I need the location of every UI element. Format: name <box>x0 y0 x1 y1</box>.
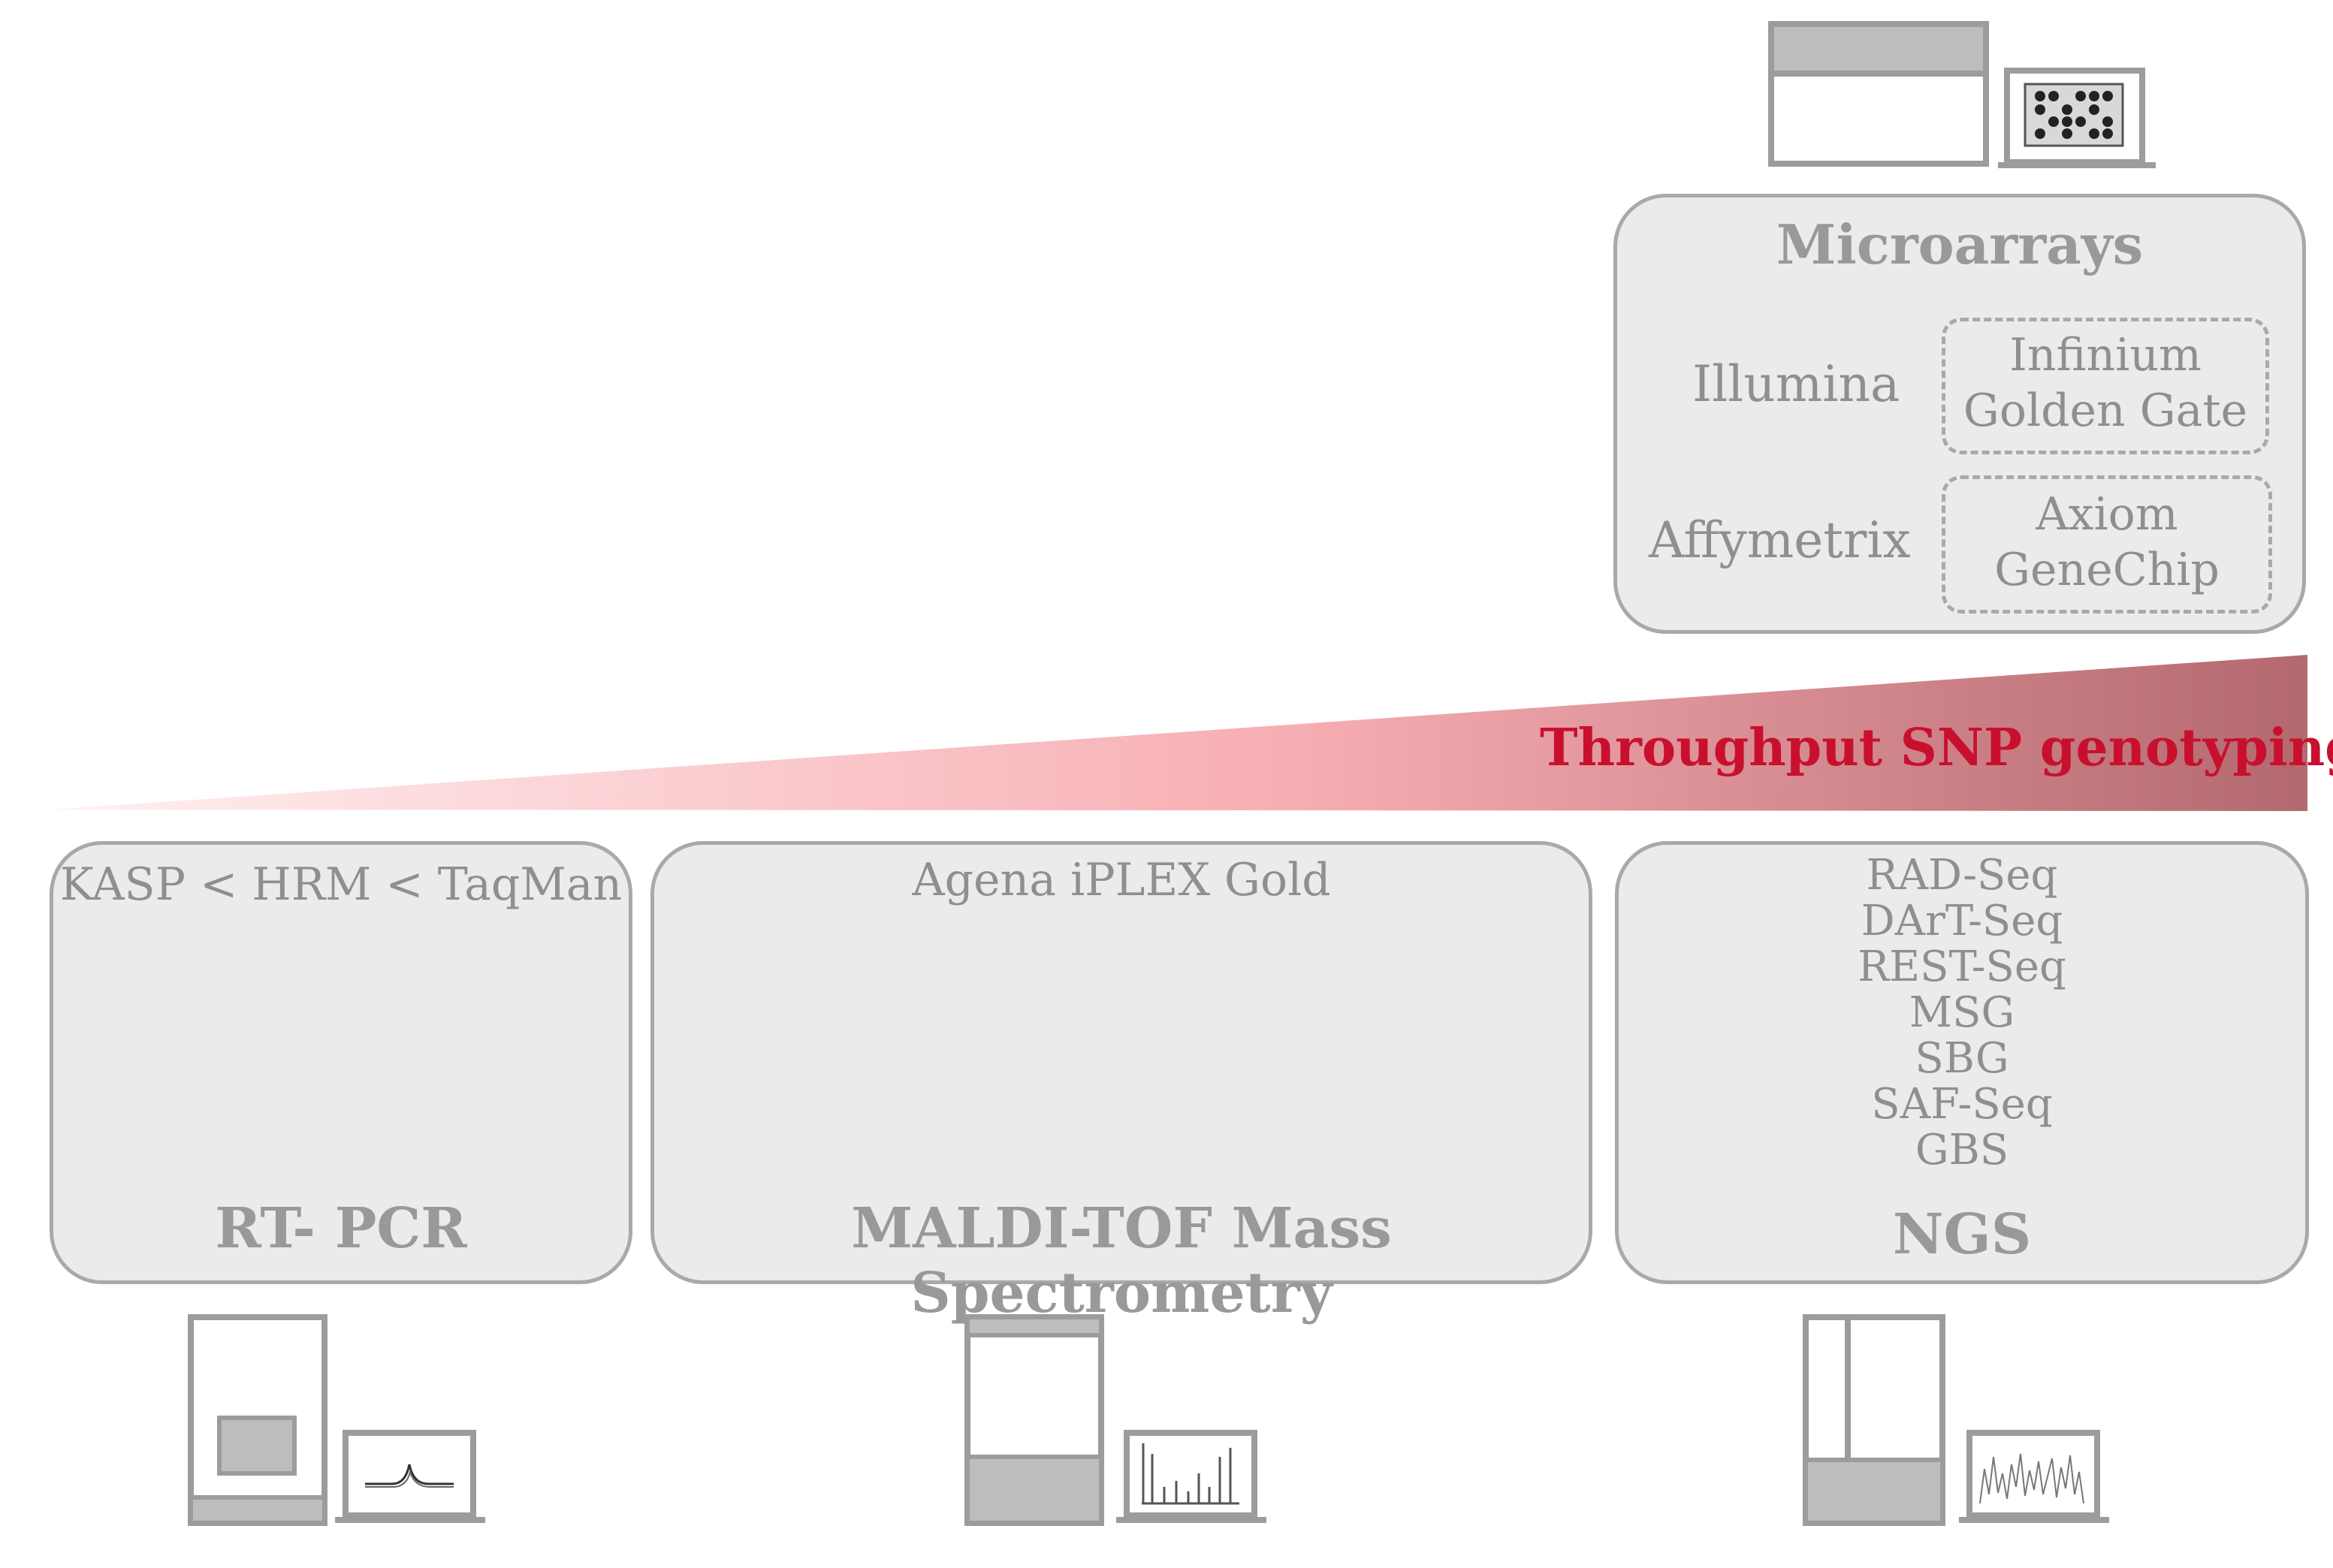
rtpcr-box: KASP < HRM < TaqMan RT- PCR <box>50 841 632 1284</box>
maldi-box: Agena iPLEX Gold MALDI-TOF Mass Spectrom… <box>650 841 1592 1325</box>
ngs-method-item: SBG <box>1915 1034 2009 1083</box>
ngs-title: NGS <box>1892 1202 2032 1267</box>
maldi-instrument-icon <box>964 1314 1266 1526</box>
microarrays-title: Microarrays <box>1776 213 2144 276</box>
rtpcr-subtitle: KASP < HRM < TaqMan <box>59 858 623 911</box>
illumina-product-2: Golden Gate <box>1963 384 2248 437</box>
ngs-method-item: GBS <box>1915 1126 2009 1174</box>
ngs-method-item: SAF-Seq <box>1871 1080 2053 1129</box>
ngs-method-item: RAD-Seq <box>1866 851 2058 900</box>
maldi-subtitle: Agena iPLEX Gold <box>912 854 1331 906</box>
ngs-method-item: DArT-Seq <box>1861 897 2063 945</box>
illumina-products: Infinium Golden Gate <box>1942 318 2269 454</box>
microarray-scanner-icon <box>1768 21 2156 168</box>
affymetrix-products: Axiom GeneChip <box>1942 475 2272 614</box>
ngs-method-item: REST-Seq <box>1858 942 2066 991</box>
rtpcr-instrument-icon <box>188 1314 485 1526</box>
affymetrix-product-1: Axiom <box>2036 488 2178 541</box>
microarrays-box: Microarrays Illumina Infinium Golden Gat… <box>1613 194 2306 634</box>
ngs-sequencer-icon <box>1803 1314 2109 1526</box>
illumina-label: Illumina <box>1692 355 1900 413</box>
throughput-label: Throughput SNP genotyping <box>1540 718 2333 778</box>
illumina-product-1: Infinium <box>2009 329 2202 381</box>
ngs-method-item: MSG <box>1909 988 2015 1037</box>
affymetrix-product-2: GeneChip <box>1994 544 2220 596</box>
rtpcr-title: RT- PCR <box>215 1196 467 1261</box>
affymetrix-label: Affymetrix <box>1649 511 1911 569</box>
